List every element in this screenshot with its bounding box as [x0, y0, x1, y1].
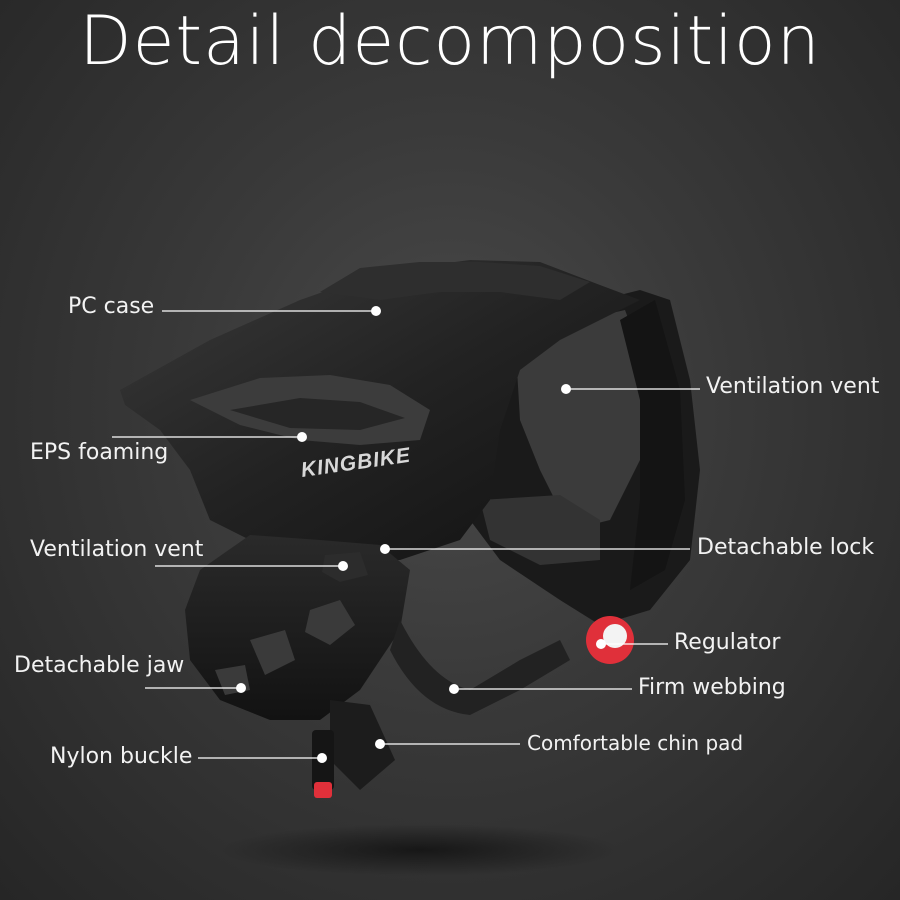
label-detachable-lock: Detachable lock — [697, 535, 875, 560]
lower-rear-vent — [480, 495, 600, 565]
floor-shadow — [220, 824, 620, 876]
label-pc-case: PC case — [68, 294, 155, 319]
detachable-jaw-shape — [185, 535, 410, 720]
dot-vent-right — [561, 384, 571, 394]
top-vents — [320, 262, 590, 300]
regulator-dial-center — [603, 624, 627, 648]
dot-chin-pad — [375, 739, 385, 749]
jaw-vent-2 — [250, 630, 295, 675]
webbing-strap — [390, 620, 570, 715]
dot-lock — [380, 544, 390, 554]
leader-dots — [236, 306, 606, 763]
label-comfortable-chin-pad: Comfortable chin pad — [527, 731, 744, 755]
dot-regulator — [596, 639, 606, 649]
label-eps-foaming: EPS foaming — [30, 440, 169, 465]
dot-pc-case — [371, 306, 381, 316]
label-detachable-jaw: Detachable jaw — [14, 653, 185, 678]
label-ventilation-vent-right: Ventilation vent — [706, 374, 880, 399]
label-firm-webbing: Firm webbing — [638, 675, 786, 700]
jaw-vent-1 — [305, 600, 355, 645]
label-ventilation-vent-left: Ventilation vent — [30, 537, 204, 562]
label-regulator: Regulator — [674, 630, 781, 655]
rear-foam-vent — [515, 310, 640, 530]
chin-strap — [330, 700, 395, 790]
rear-frame-bar — [620, 300, 685, 590]
leader-lines — [112, 310, 700, 759]
dot-webbing — [449, 684, 459, 694]
buckle-red-tip — [314, 782, 332, 798]
dot-eps — [297, 432, 307, 442]
label-nylon-buckle: Nylon buckle — [50, 744, 193, 769]
front-vent-inner — [230, 398, 405, 430]
dot-buckle — [317, 753, 327, 763]
dot-jaw — [236, 683, 246, 693]
dot-vent-left — [338, 561, 348, 571]
page-title: Detail decomposition — [79, 2, 821, 81]
